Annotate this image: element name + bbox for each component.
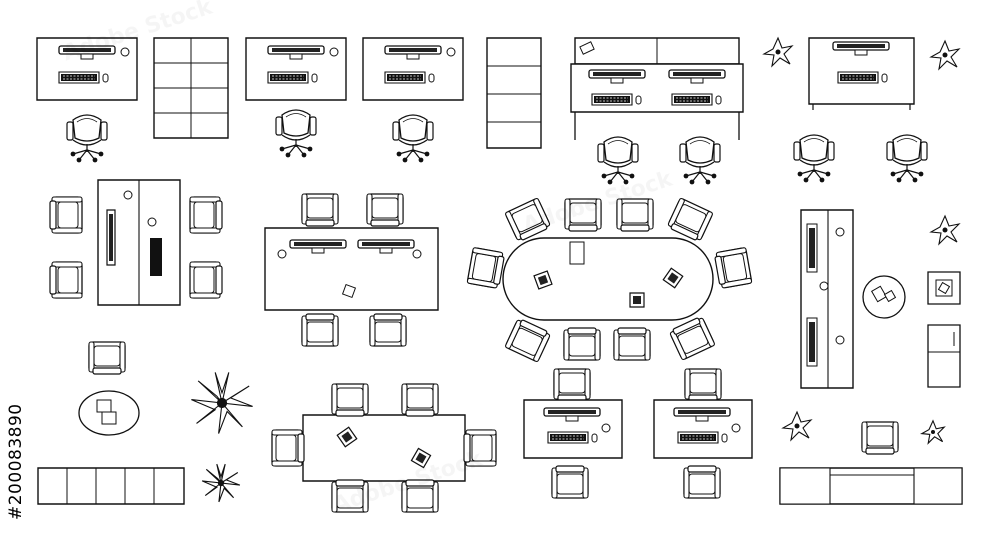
long-bench-left [38,468,184,504]
rect-table-monitors [265,193,438,347]
armchair-bottom-right [861,421,899,455]
plant-bottom-right-1 [782,411,812,441]
oval-conference-table [466,197,753,363]
filing-cabinet-1 [154,38,228,138]
lounge-chair-oval-table [79,341,139,435]
double-workstation [571,38,743,186]
plant-top-2 [930,40,960,70]
meeting-table-six [271,383,497,513]
sofa-bottom-right [780,468,962,504]
meeting-booth [49,180,223,305]
plant-top-1 [763,37,793,67]
workstation-2 [246,38,346,159]
plant-bottom-right-2 [921,420,945,444]
workstation-3 [363,38,463,164]
large-plant [190,371,254,435]
workstation-4 [793,38,928,184]
small-plant-bottom [201,463,241,503]
workstation-6 [654,368,752,499]
round-side-table [863,276,905,318]
plant-right-1 [930,215,960,245]
workstation-5 [524,368,622,499]
reception-counter [801,210,853,388]
square-side-table [928,272,960,304]
locker-cabinet [487,38,541,148]
stock-image-id: #200083890 [6,403,26,520]
small-cabinet [928,325,960,387]
